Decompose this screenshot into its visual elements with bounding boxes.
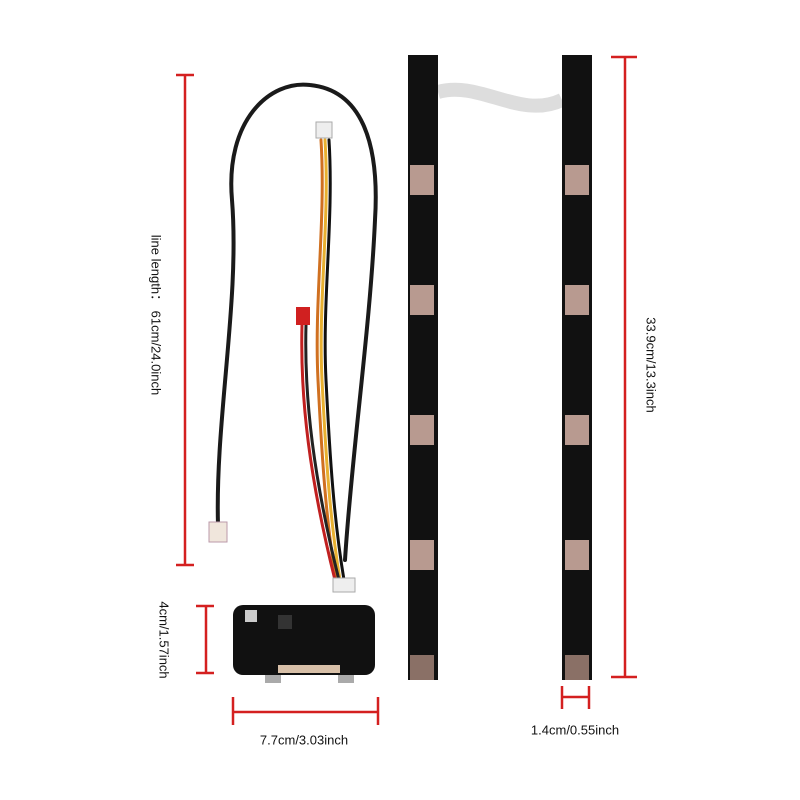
led-strip-right bbox=[562, 55, 592, 680]
led-strip-left bbox=[408, 55, 438, 680]
red-connector bbox=[296, 307, 310, 325]
ribbon-cable bbox=[436, 82, 566, 113]
strip-length-label: 33.9cm/13.3inch bbox=[643, 317, 659, 413]
connector bbox=[208, 521, 228, 543]
cable-harness bbox=[215, 82, 378, 582]
line-length-label: line length： 61cm/24.0inch bbox=[148, 234, 164, 396]
board-height-label: 4cm/1.57inch bbox=[156, 601, 172, 679]
strip-width-label: 1.4cm/0.55inch bbox=[530, 722, 620, 738]
board-width-label: 7.7cm/3.03inch bbox=[259, 732, 349, 748]
connector bbox=[315, 121, 333, 139]
connector bbox=[332, 577, 356, 593]
dimension-lines bbox=[176, 55, 637, 725]
controller-board bbox=[233, 605, 375, 683]
